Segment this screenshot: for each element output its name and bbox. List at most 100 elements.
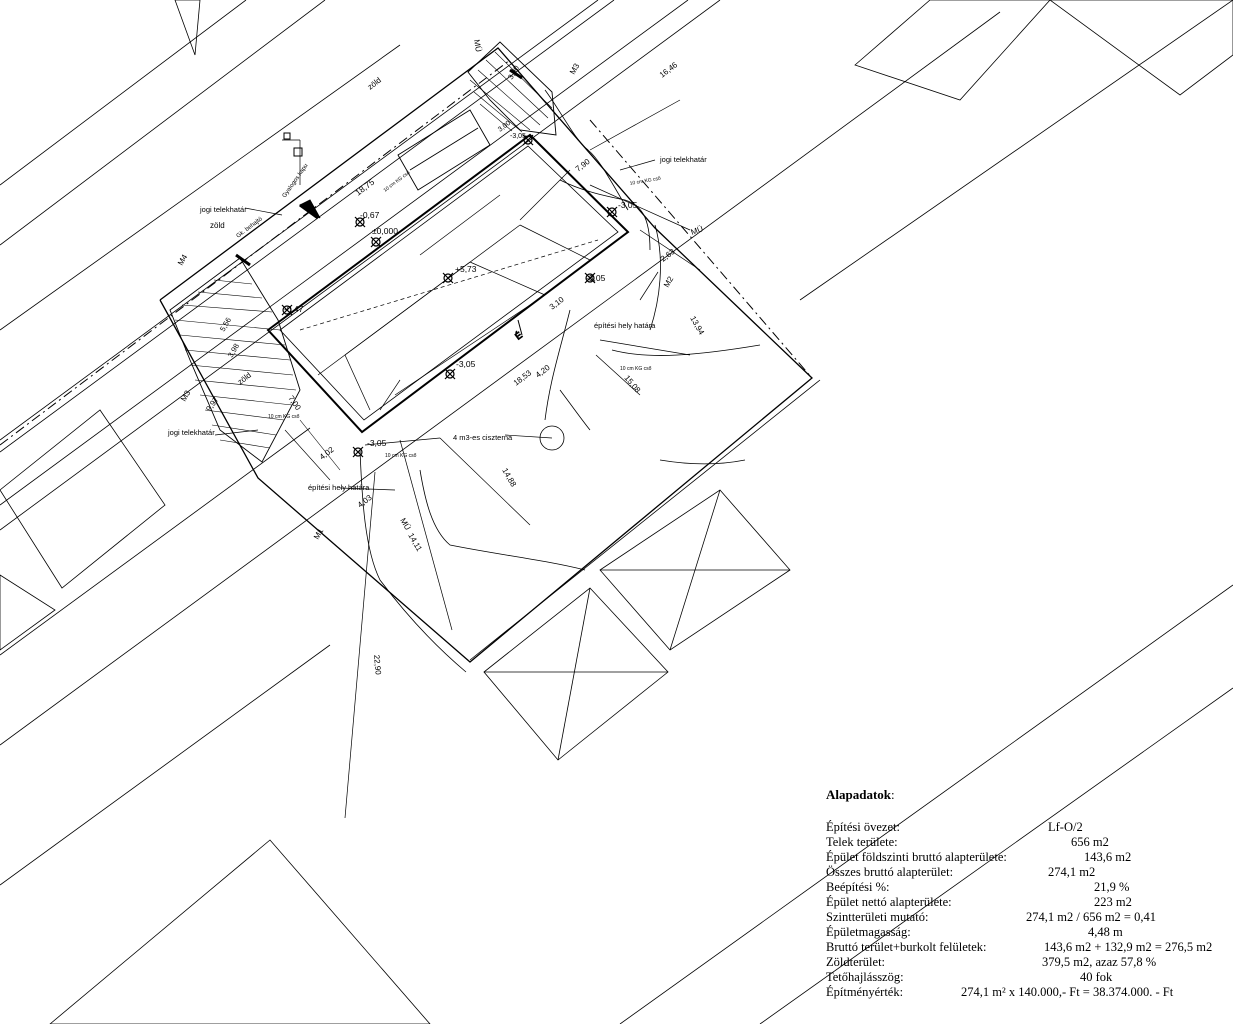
data-row-label: Szintterületi mutató: bbox=[826, 910, 929, 924]
data-row-label: Telek területe: bbox=[826, 835, 898, 849]
dim-value-12: 4,03 bbox=[356, 493, 374, 510]
data-row-label: Beépítési %: bbox=[826, 880, 890, 894]
data-row-value: 274,1 m² x 140.000,- Ft = 38.374.000. - … bbox=[961, 985, 1174, 999]
level-value-7: -3,05 bbox=[367, 438, 387, 448]
data-row-label: Zöldterület: bbox=[826, 955, 886, 969]
label-kg-cso-2: 10 cm KG cső bbox=[629, 176, 661, 187]
label-zold-3: zöld bbox=[236, 371, 253, 387]
data-row: Bruttó terület+burkolt felületek:143,6 m… bbox=[826, 940, 1226, 955]
data-row: Épületmagasság: 4,48 m bbox=[826, 925, 1226, 940]
level-values: -0,67 ±0,000 +5,73 -3,05 -3,05 -3,05 -3,… bbox=[284, 133, 638, 448]
dim-value-13: 14,11 bbox=[406, 532, 424, 554]
dim-value-4: 2,63 bbox=[659, 247, 677, 264]
data-row-value: Lf-O/2 bbox=[1048, 820, 1083, 834]
dim-value-3: 7,90 bbox=[574, 157, 592, 174]
label-kg-cso-4: 10 cm KG cső bbox=[385, 453, 417, 459]
data-row-value: 274,1 m2 / 656 m2 = 0,41 bbox=[1026, 910, 1156, 924]
label-m3-top: M3 bbox=[568, 61, 582, 76]
data-row-value: 4,48 m bbox=[1088, 925, 1123, 939]
basic-data-heading: Alapadatok: bbox=[826, 787, 1226, 803]
slope-hatching bbox=[169, 41, 557, 481]
data-row-label: Épületmagasság: bbox=[826, 925, 911, 939]
basic-data-table: Alapadatok: Építési övezet: Lf-O/2 Telek … bbox=[826, 787, 1226, 1000]
data-row: Épület földszinti bruttó alapterülete:14… bbox=[826, 850, 1226, 865]
dim-value-1: 16,46 bbox=[658, 60, 680, 80]
level-value-4: -3,05 bbox=[618, 200, 638, 210]
label-zold-1: zöld bbox=[366, 76, 383, 92]
data-row: Tetőhajlásszög: 40 fok bbox=[826, 970, 1226, 985]
dim-value-7: 15,08 bbox=[622, 374, 642, 396]
level-value-1: -0,67 bbox=[360, 210, 380, 220]
basic-data-title-colon: : bbox=[891, 787, 895, 802]
terrain-contours bbox=[359, 89, 761, 673]
dim-value-19: 3,98 bbox=[226, 342, 241, 359]
label-m2: M2 bbox=[662, 274, 676, 289]
dim-value-16: 7,00 bbox=[286, 394, 303, 412]
data-row-label: Építési övezet: bbox=[826, 820, 900, 834]
data-row: Zöldterület: 379,5 m2, azaz 57,8 % bbox=[826, 955, 1226, 970]
dim-value-5: 13,94 bbox=[688, 315, 706, 337]
level-value-6: -3,05 bbox=[456, 359, 476, 369]
label-jogi-telekhatar-3: jogi telekhatár bbox=[167, 428, 215, 437]
dim-value-2: 18,75 bbox=[353, 177, 376, 198]
dimension-lines bbox=[214, 99, 701, 819]
dim-value-10: 14,88 bbox=[500, 467, 518, 489]
data-row: Beépítési %: 21,9 % bbox=[826, 880, 1226, 895]
label-epitesi-hely-2: építési hely határa bbox=[308, 483, 370, 492]
level-markers bbox=[281, 134, 618, 458]
label-zold-2: zöld bbox=[210, 221, 225, 230]
label-mu-top: MÜ bbox=[472, 39, 483, 53]
dim-value-15: 9,97 bbox=[204, 395, 221, 413]
label-kg-cso-1: 10 cm KG cső bbox=[383, 170, 412, 194]
label-gyalogos-kapu: Gyalogos kapu bbox=[282, 163, 310, 199]
data-row: Telek területe: 656 m2 bbox=[826, 835, 1226, 850]
label-gk-behajto: Gk. behajtó bbox=[236, 216, 265, 240]
data-row: Épület nettó alapterülete: 223 m2 bbox=[826, 895, 1226, 910]
data-row-value: 223 m2 bbox=[1094, 895, 1132, 909]
dim-value-11: 4,02 bbox=[318, 445, 336, 462]
dim-value-6: 3,10 bbox=[548, 295, 566, 312]
dim-value-8: 4,20 bbox=[534, 363, 552, 380]
label-m4: M4 bbox=[176, 252, 190, 267]
data-row: Építési övezet: Lf-O/2 bbox=[826, 820, 1226, 835]
data-row-label: Összes bruttó alapterület: bbox=[826, 865, 954, 879]
gate-symbols bbox=[235, 68, 523, 267]
label-epitesi-hely-1: építési hely határa bbox=[594, 321, 656, 330]
basic-data-title: Alapadatok bbox=[826, 787, 892, 802]
data-row-value: 21,9 % bbox=[1094, 880, 1130, 894]
level-value-5: -3,05 bbox=[586, 273, 606, 283]
cistern-symbol bbox=[539, 425, 565, 451]
dim-value-18: 5,56 bbox=[218, 316, 233, 333]
data-row: Építményérték:274,1 m² x 140.000,- Ft = … bbox=[826, 985, 1226, 1000]
label-mu-bottom: MÜ bbox=[398, 517, 412, 532]
north-arrow: É bbox=[513, 319, 525, 342]
data-row-value: 656 m2 bbox=[1071, 835, 1109, 849]
level-value-8: -0,47 bbox=[284, 304, 304, 314]
drawing-labels: jogi telekhatár jogi telekhatár jogi tel… bbox=[167, 39, 707, 541]
level-value-2: ±0,000 bbox=[372, 226, 398, 236]
car-symbol bbox=[397, 109, 491, 191]
level-value-3: +5,73 bbox=[455, 264, 477, 274]
dim-value-9: 18,53 bbox=[512, 368, 534, 388]
level-value-9: -3,05 bbox=[510, 133, 526, 140]
label-jogi-telekhatar-2: jogi telekhatár bbox=[199, 205, 247, 214]
data-row-label: Épület nettó alapterülete: bbox=[826, 895, 952, 909]
dim-value-14: 22,90 bbox=[372, 654, 383, 675]
data-row-label: Épület földszinti bruttó alapterülete: bbox=[826, 850, 1007, 864]
north-label: É bbox=[513, 330, 524, 342]
data-row-label: Tetőhajlásszög: bbox=[826, 970, 904, 984]
data-row-value: 379,5 m2, azaz 57,8 % bbox=[1042, 955, 1157, 969]
data-row-value: 40 fok bbox=[1080, 970, 1113, 984]
label-kg-cso-3: 10 cm KG cső bbox=[620, 366, 652, 372]
data-row: Szintterületi mutató: 274,1 m2 / 656 m2 =… bbox=[826, 910, 1226, 925]
label-kg-cso-5: 10 cm KG cső bbox=[268, 414, 300, 420]
label-m1: M1 bbox=[312, 526, 326, 541]
building-footprint bbox=[266, 133, 630, 434]
label-m3-left: M3 bbox=[179, 388, 193, 403]
label-mu-right: MÜ bbox=[690, 224, 705, 237]
label-ciszterna: 4 m3-es ciszterna bbox=[453, 433, 513, 442]
data-row-value: 274,1 m2 bbox=[1048, 865, 1096, 879]
